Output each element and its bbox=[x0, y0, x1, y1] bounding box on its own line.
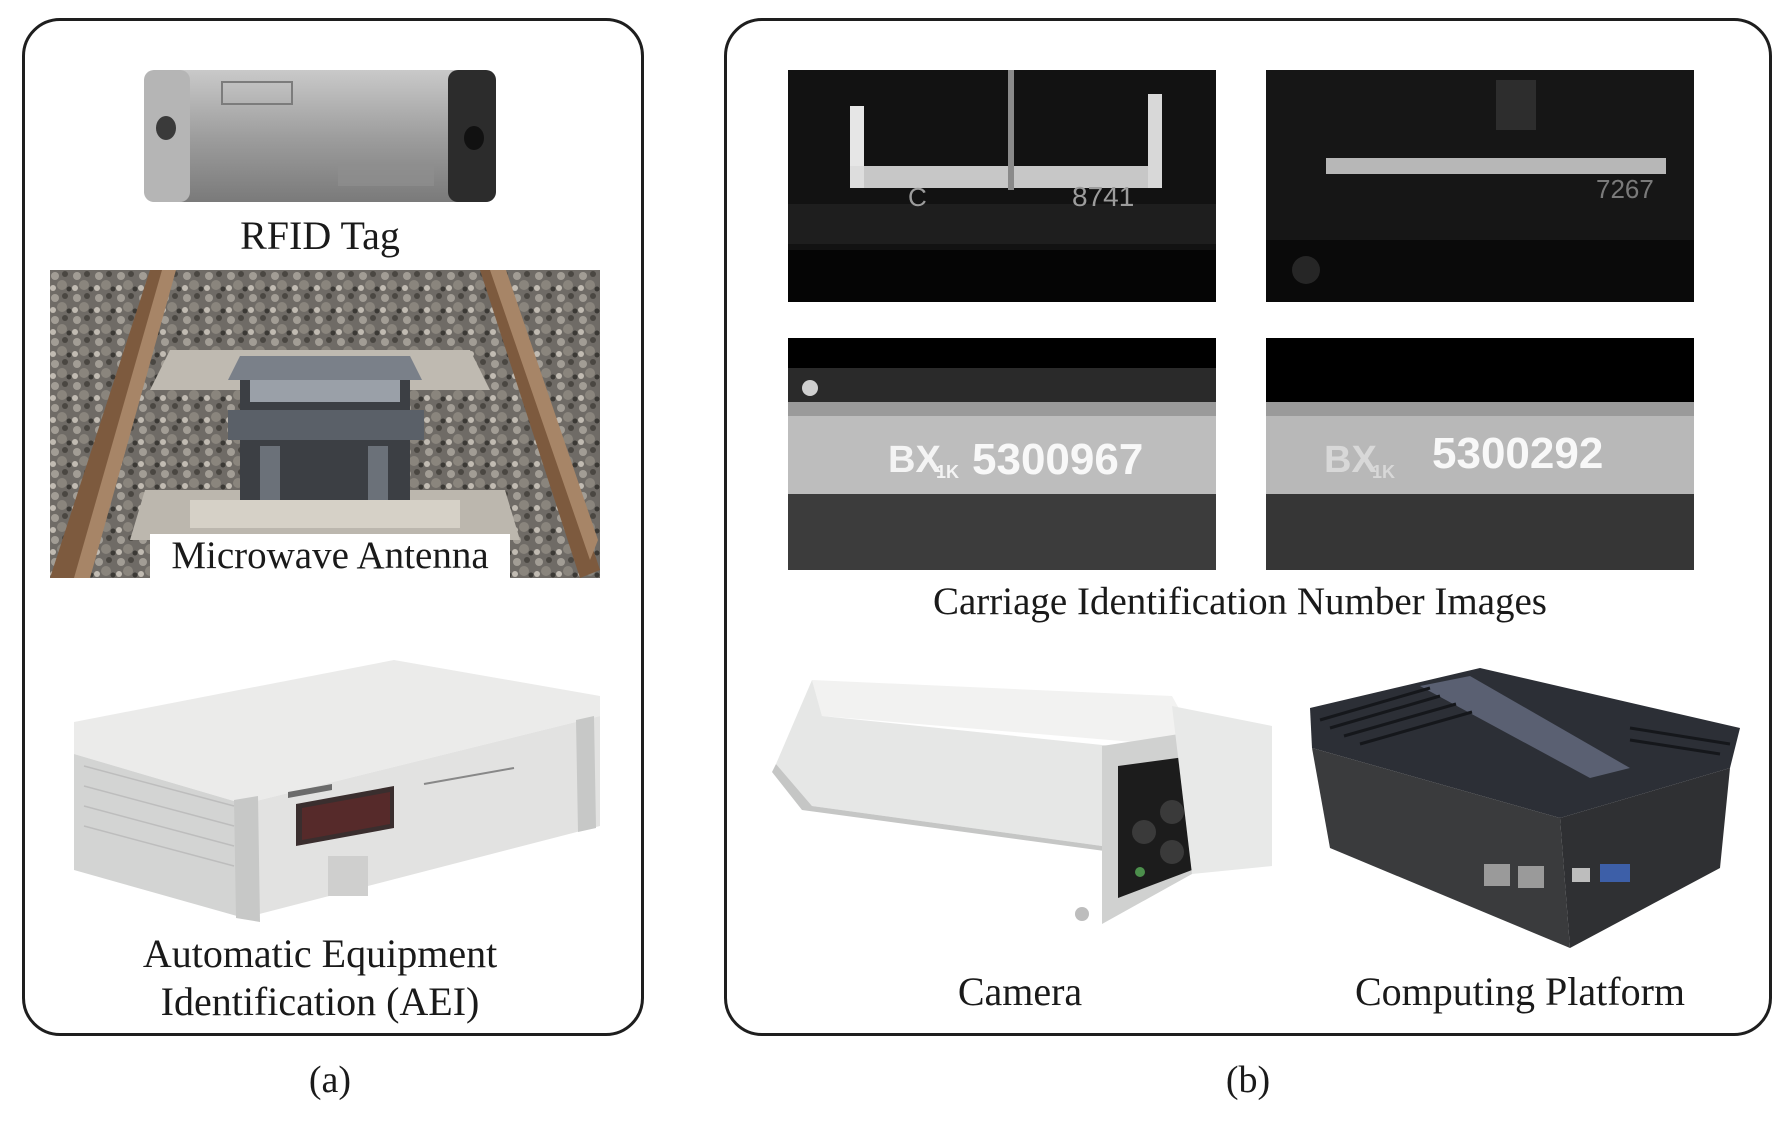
carriage-number-3-prefix: BX bbox=[888, 439, 941, 481]
aei-label-line2: Identification (AEI) bbox=[160, 979, 480, 1024]
camera-label: Camera bbox=[957, 969, 1083, 1014]
rfid-tag-label: RFID Tag bbox=[240, 213, 400, 258]
carriage-number-3-sub: 1K bbox=[936, 462, 959, 482]
computing-platform-label: Computing Platform bbox=[1355, 969, 1685, 1014]
panel-a-caption: (a) bbox=[308, 1059, 352, 1101]
carriage-number-4-sub: 1K bbox=[1372, 462, 1395, 482]
carriage-number-2: 7267 bbox=[1596, 174, 1654, 204]
computing-platform-image bbox=[1300, 668, 1740, 958]
carriage-number-1a: C bbox=[908, 182, 927, 212]
carriage-image-2: 7267 bbox=[1266, 70, 1694, 302]
microwave-antenna-label: Microwave Antenna bbox=[150, 534, 510, 578]
carriage-image-3: BX 1K 5300967 bbox=[788, 338, 1216, 570]
aei-label-line1: Automatic Equipment bbox=[142, 931, 498, 976]
carriage-number-3: 5300967 bbox=[972, 435, 1143, 484]
rfid-tag-image bbox=[144, 68, 496, 204]
carriage-number-4-prefix: BX bbox=[1324, 439, 1377, 481]
microwave-antenna-image bbox=[50, 270, 600, 578]
panel-b-caption: (b) bbox=[1225, 1059, 1271, 1101]
carriage-images-label: Carriage Identification Number Images bbox=[932, 580, 1547, 623]
carriage-image-1: C 8741 bbox=[788, 70, 1216, 302]
camera-image bbox=[772, 676, 1308, 946]
aei-device-image bbox=[64, 656, 604, 926]
carriage-number-4: 5300292 bbox=[1432, 429, 1603, 478]
carriage-number-1b: 8741 bbox=[1072, 181, 1134, 212]
carriage-image-4: BX 1K 5300292 bbox=[1266, 338, 1694, 570]
